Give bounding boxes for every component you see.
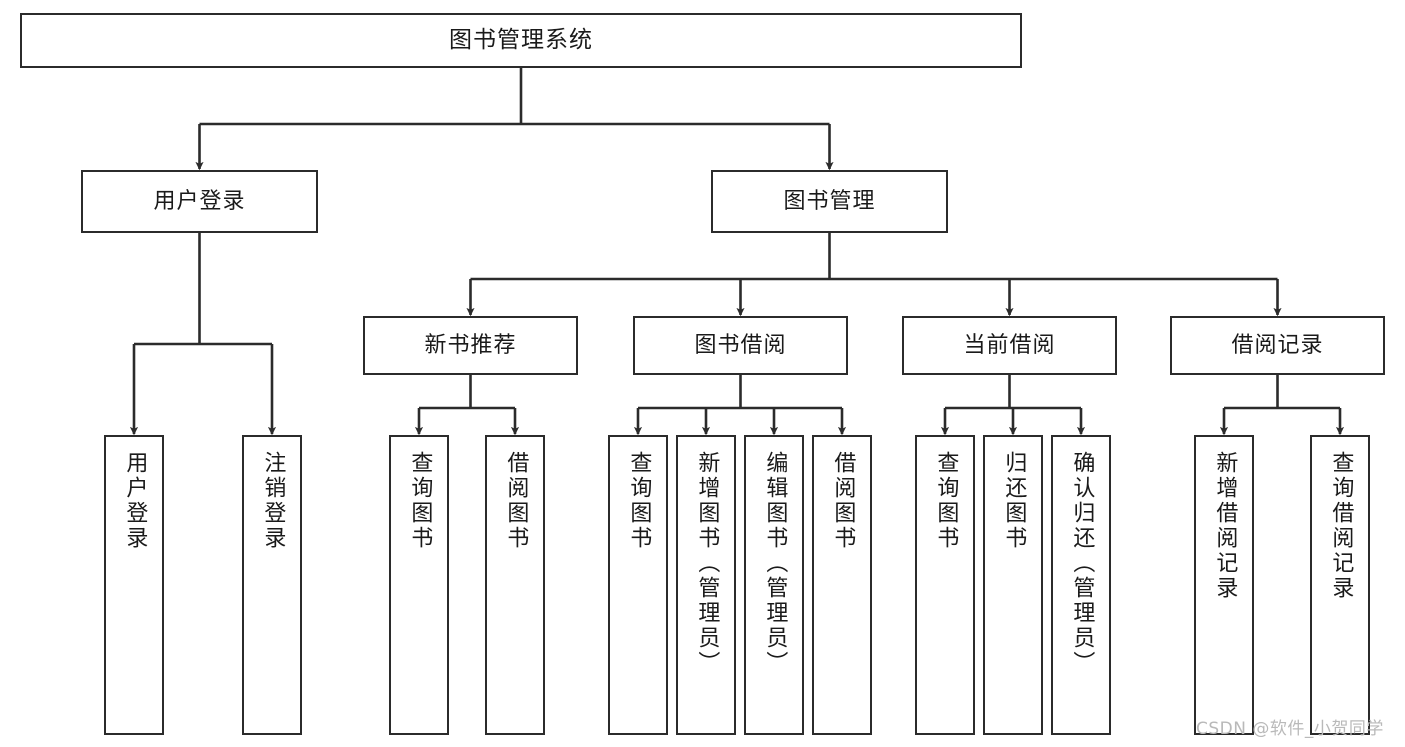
node-leaf-query-book-2[interactable]: 查询图书 xyxy=(608,435,668,735)
node-label: 新书推荐 xyxy=(424,332,517,358)
node-leaf-add-borrow-record[interactable]: 新增借阅记录 xyxy=(1194,435,1254,735)
node-leaf-query-book-1[interactable]: 查询图书 xyxy=(389,435,449,735)
node-label: 用户登录 xyxy=(122,451,148,551)
node-label: 确认归还（管理员） xyxy=(1069,451,1095,676)
node-borrow-record[interactable]: 借阅记录 xyxy=(1170,316,1385,375)
node-label: 注销登录 xyxy=(260,451,286,551)
node-user-login[interactable]: 用户登录 xyxy=(81,170,318,233)
node-label: 查询图书 xyxy=(933,451,959,551)
node-label: 借阅图书 xyxy=(830,451,856,551)
node-label: 查询借阅记录 xyxy=(1328,451,1354,601)
node-label: 当前借阅 xyxy=(963,332,1056,358)
node-leaf-return-book[interactable]: 归还图书 xyxy=(983,435,1043,735)
node-new-book-recommend[interactable]: 新书推荐 xyxy=(363,316,578,375)
node-leaf-borrow-book-1[interactable]: 借阅图书 xyxy=(485,435,545,735)
node-label: 借阅记录 xyxy=(1231,332,1324,358)
node-label: 新增借阅记录 xyxy=(1212,451,1238,601)
node-root[interactable]: 图书管理系统 xyxy=(20,13,1022,68)
node-label: 编辑图书（管理员） xyxy=(762,451,788,676)
csdn-watermark: CSDN @软件_小贺同学 xyxy=(1196,719,1384,739)
node-leaf-edit-book-admin[interactable]: 编辑图书（管理员） xyxy=(744,435,804,735)
node-leaf-query-book-3[interactable]: 查询图书 xyxy=(915,435,975,735)
node-leaf-query-borrow-record[interactable]: 查询借阅记录 xyxy=(1310,435,1370,735)
node-book-manage[interactable]: 图书管理 xyxy=(711,170,948,233)
node-label: 图书管理 xyxy=(783,188,876,214)
node-label: 图书管理系统 xyxy=(449,27,593,54)
node-leaf-borrow-book-2[interactable]: 借阅图书 xyxy=(812,435,872,735)
node-label: 新增图书（管理员） xyxy=(694,451,720,676)
node-leaf-confirm-return-admin[interactable]: 确认归还（管理员） xyxy=(1051,435,1111,735)
node-label: 查询图书 xyxy=(407,451,433,551)
node-leaf-add-book-admin[interactable]: 新增图书（管理员） xyxy=(676,435,736,735)
node-label: 图书借阅 xyxy=(694,332,787,358)
node-book-borrow[interactable]: 图书借阅 xyxy=(633,316,848,375)
node-leaf-user-login[interactable]: 用户登录 xyxy=(104,435,164,735)
node-label: 归还图书 xyxy=(1001,451,1027,551)
node-leaf-logout-login[interactable]: 注销登录 xyxy=(242,435,302,735)
node-current-borrow[interactable]: 当前借阅 xyxy=(902,316,1117,375)
node-label: 查询图书 xyxy=(626,451,652,551)
node-label: 用户登录 xyxy=(153,188,246,214)
node-label: 借阅图书 xyxy=(503,451,529,551)
